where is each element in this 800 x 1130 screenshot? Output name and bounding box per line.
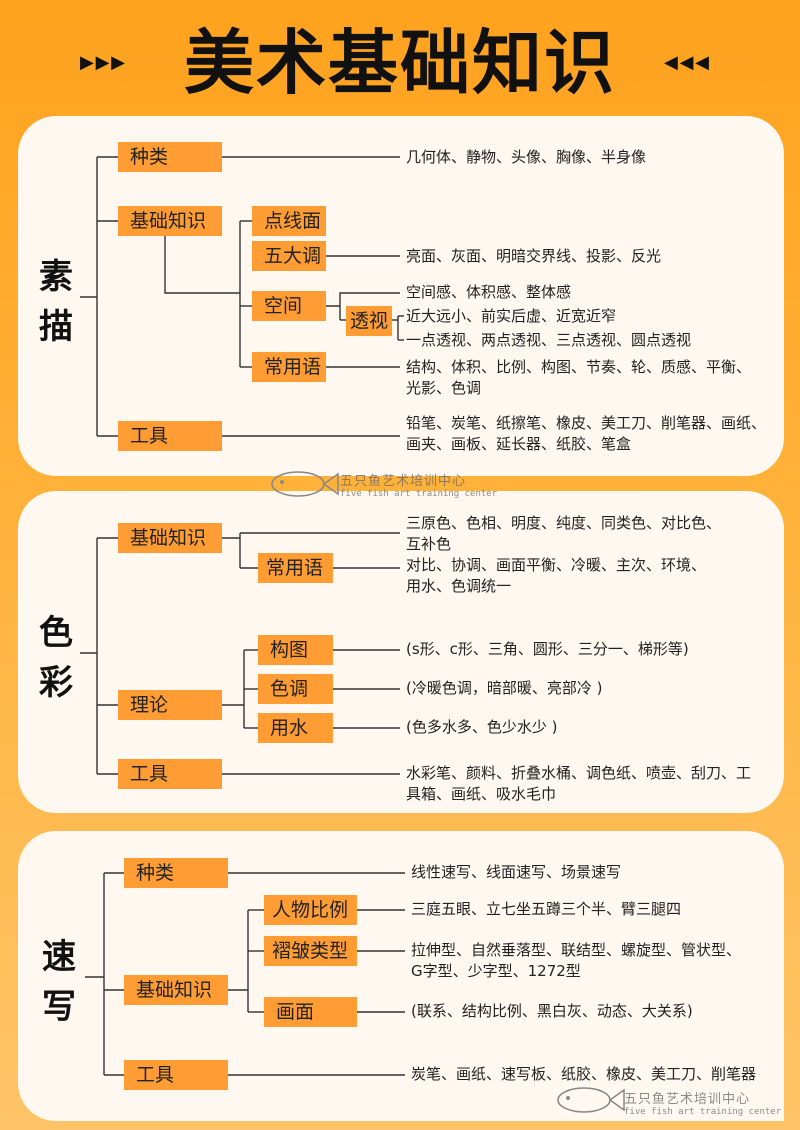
picture-leaf: (联系、结构比例、黑白灰、动态、大关系) xyxy=(411,1002,693,1020)
water-leaf: (色多水多、色少水少 ) xyxy=(406,718,558,736)
color-title-char-2: 彩 xyxy=(39,663,73,703)
speed-title: 速 写 xyxy=(37,932,81,1032)
watermark-2-cn: 五只鱼艺术培训中心 xyxy=(624,1092,751,1107)
composition-leaf: (s形、c形、三角、圆形、三分一、梯形等) xyxy=(406,640,689,658)
color-title-char-1: 色 xyxy=(39,613,73,653)
sketch-common-terms-node: 常用语 xyxy=(252,352,326,382)
color-tools-leaf: 水彩笔、颜料、折叠水桶、调色纸、喷壶、刮刀、工 具箱、画纸、吸水毛巾 xyxy=(406,764,752,803)
five-tones-leaf: 亮面、灰面、明暗交界线、投影、反光 xyxy=(406,247,662,265)
folds-node: 褶皱类型 xyxy=(264,936,357,966)
proportion-node: 人物比例 xyxy=(264,895,357,925)
watermark-en: five fish art training center xyxy=(340,489,498,499)
watermark-2: 五只鱼艺术培训中心 five fish art training center xyxy=(624,1088,781,1117)
fish-logo-icon xyxy=(262,464,342,508)
space-node: 空间 xyxy=(252,291,326,321)
space-leaf: 空间感、体积感、整体感 xyxy=(406,283,572,301)
right-arrows-icon: ◀ ◀ ◀ xyxy=(664,52,709,73)
color-tools-node: 工具 xyxy=(118,759,222,789)
watermark-cn: 五只鱼艺术培训中心 xyxy=(340,474,467,489)
tone-node: 色调 xyxy=(258,674,333,704)
page-title: 美术基础知识 xyxy=(184,22,616,104)
color-common-terms-leaf: 对比、协调、画面平衡、冷暖、主次、环境、 用水、色调统一 xyxy=(406,556,707,595)
watermark: 五只鱼艺术培训中心 five fish art training center xyxy=(340,470,497,499)
speed-tools-node: 工具 xyxy=(124,1060,228,1090)
speed-title-char-1: 速 xyxy=(42,937,76,977)
speed-tools-leaf: 炭笔、画纸、速写板、纸胶、橡皮、美工刀、削笔器 xyxy=(411,1065,757,1083)
proportion-leaf: 三庭五眼、立七坐五蹲三个半、臂三腿四 xyxy=(411,900,682,918)
sketch-title-char-1: 素 xyxy=(39,257,73,297)
sketch-types-node: 种类 xyxy=(118,142,222,172)
color-basics-leaf: 三原色、色相、明度、纯度、同类色、对比色、 互补色 xyxy=(406,514,722,553)
perspective-node: 透视 xyxy=(346,306,392,336)
point-line-plane-node: 点线面 xyxy=(252,206,326,236)
sketch-types-leaf: 几何体、静物、头像、胸像、半身像 xyxy=(406,148,647,166)
left-arrows-icon: ▶ ▶ ▶ xyxy=(80,52,125,73)
sketch-title-char-2: 描 xyxy=(39,307,73,347)
composition-node: 构图 xyxy=(258,635,333,665)
speed-types-leaf: 线性速写、线面速写、场景速写 xyxy=(411,863,622,881)
color-title: 色 彩 xyxy=(34,608,78,708)
color-basics-node: 基础知识 xyxy=(118,523,222,553)
perspective-leaf-2: 一点透视、两点透视、三点透视、圆点透视 xyxy=(406,331,692,349)
sketch-common-terms-leaf: 结构、体积、比例、构图、节奏、轮、质感、平衡、 光影、色调 xyxy=(406,358,752,397)
watermark-2-en: five fish art training center xyxy=(624,1107,782,1117)
tone-leaf: (冷暖色调，暗部暖、亮部冷 ) xyxy=(406,679,603,697)
perspective-leaf-1: 近大远小、前实后虚、近宽近窄 xyxy=(406,307,617,325)
speed-basics-node: 基础知识 xyxy=(124,975,228,1005)
fish-logo-icon-2 xyxy=(548,1080,628,1124)
speed-types-node: 种类 xyxy=(124,858,228,888)
five-tones-node: 五大调 xyxy=(252,241,326,271)
speed-title-char-2: 写 xyxy=(42,987,76,1027)
water-node: 用水 xyxy=(258,713,333,743)
sketch-tools-node: 工具 xyxy=(118,421,222,451)
sketch-basics-node: 基础知识 xyxy=(118,206,222,236)
theory-node: 理论 xyxy=(118,690,222,720)
picture-node: 画面 xyxy=(264,997,357,1027)
sketch-card xyxy=(18,116,784,476)
color-common-terms-node: 常用语 xyxy=(258,553,333,583)
folds-leaf: 拉伸型、自然垂落型、联结型、螺旋型、管状型、 G字型、少字型、1272型 xyxy=(411,941,742,980)
sketch-tools-leaf: 铅笔、炭笔、纸擦笔、橡皮、美工刀、削笔器、画纸、 画夹、画板、延长器、纸胶、笔盒 xyxy=(406,414,767,453)
sketch-title: 素 描 xyxy=(34,252,78,352)
